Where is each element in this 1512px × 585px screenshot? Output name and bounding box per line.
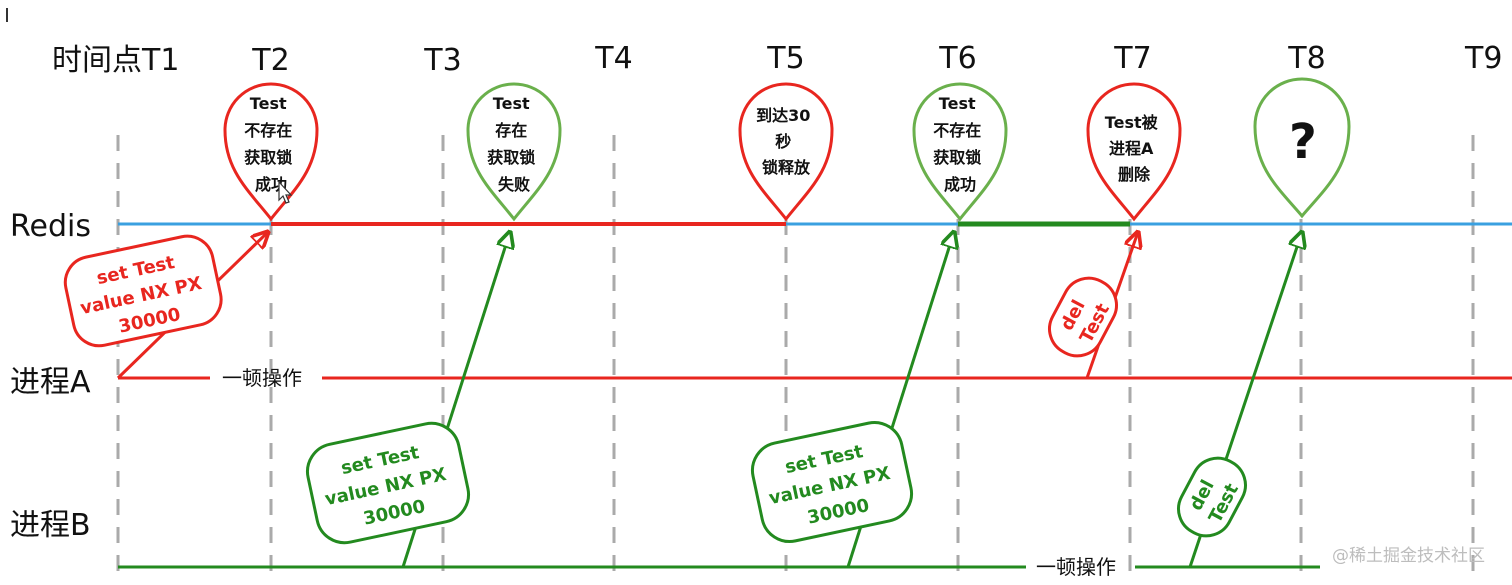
question-mark: ? [1289,114,1317,170]
pin-t8: ? [1253,77,1351,219]
row-label-redis: Redis [10,209,91,244]
bubble-b-set-2: set Test value NX PX 30000 [750,421,914,543]
row-label-process-b: 进程B [10,508,91,543]
pin-t7: Test被 进程A 删除 [1086,82,1182,222]
time-label-t5: T5 [766,41,804,76]
text-cursor [6,8,8,22]
time-label-t8: T8 [1287,41,1325,76]
pin-t3: Test 存在 获取锁 失败 [466,82,562,222]
time-label-t7: T7 [1113,41,1151,76]
pin-t2: Test 不存在 获取锁 成功 [223,82,319,222]
svg-text:Test 不存在 获取锁: Test 不存在 获取锁 成功 [244,94,298,194]
bubble-a-del: del Test [1048,276,1118,358]
process-b-operation-label: 一顿操作 [1036,555,1116,579]
watermark: @稀土掘金技术社区 [1332,546,1485,566]
time-label-t1: 时间点T1 [52,43,179,78]
arrows [116,232,1302,568]
time-label-t9: T9 [1464,41,1502,76]
svg-text:Test被 进程A 删除: Test被 进程A 删除 [1105,113,1163,184]
time-label-t6: T6 [938,41,976,76]
bubble-b-set-1: set Test value NX PX 30000 [305,421,471,545]
mouse-pointer-icon [278,180,293,204]
time-label-t2: T2 [251,43,289,78]
bubble-a-set: set Test value NX PX 30000 [63,234,223,348]
svg-text:Test 存在 获取锁: Test 存在 获取锁 失败 [487,94,541,194]
time-labels: 时间点T1 T2 T3 T4 T5 T6 T7 T8 T9 [52,41,1502,78]
time-label-t4: T4 [594,41,632,76]
svg-text:Test 不存在 获取锁: Test 不存在 获取锁 成功 [933,94,987,194]
row-labels: Redis 进程A 进程B [10,209,91,543]
bubble-b-del: del Test [1177,456,1247,538]
svg-text:到达30 秒 锁释放: 到达30 秒 锁释放 [756,106,816,177]
pin-t5: 到达30 秒 锁释放 [738,82,834,222]
process-a-operation-label: 一顿操作 [222,366,302,390]
pin-t6: Test 不存在 获取锁 成功 [912,82,1008,222]
time-label-t3: T3 [423,43,461,78]
row-label-process-a: 进程A [10,365,91,400]
